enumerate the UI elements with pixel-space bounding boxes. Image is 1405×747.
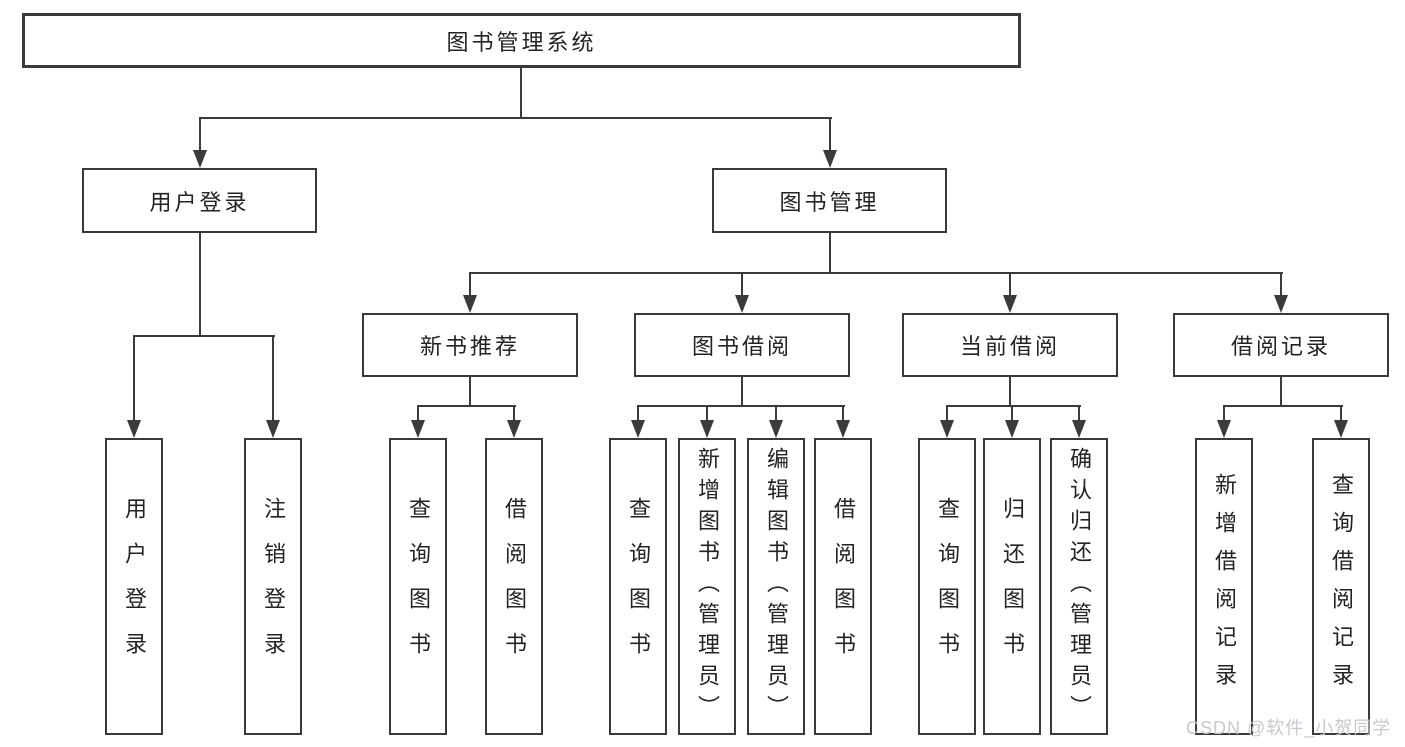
arrow-down-icon <box>940 420 954 438</box>
connector-line <box>469 272 1283 274</box>
arrow-down-icon <box>411 420 425 438</box>
leaf-label: 新增借阅记录 <box>1212 472 1237 701</box>
leaf-label: 借阅图书 <box>502 496 527 677</box>
leaf-label: 查询借阅记录 <box>1329 472 1354 701</box>
connector-line <box>1009 272 1011 296</box>
leaf-logout: 注销登录 <box>244 438 302 735</box>
leaf-label: 注销登录 <box>261 496 286 677</box>
leaf-borrow-books-recommend: 借阅图书 <box>485 438 543 735</box>
connector-line <box>469 272 471 296</box>
node-book-borrow: 图书借阅 <box>634 313 850 377</box>
leaf-label: 确认归还（管理员） <box>1067 447 1092 726</box>
leaf-query-books-borrow: 查询图书 <box>609 438 667 735</box>
connector-line <box>1340 405 1342 421</box>
arrow-down-icon <box>1005 420 1019 438</box>
arrow-down-icon <box>193 150 207 168</box>
leaf-user-login: 用户登录 <box>105 438 163 735</box>
leaf-confirm-return-admin: 确认归还（管理员） <box>1050 438 1108 735</box>
leaf-query-borrow-record: 查询借阅记录 <box>1312 438 1370 735</box>
arrow-down-icon <box>631 420 645 438</box>
connector-line <box>272 335 274 421</box>
leaf-label: 查询图书 <box>935 496 960 677</box>
arrow-down-icon <box>127 420 141 438</box>
connector-line <box>829 117 831 151</box>
connector-line <box>133 335 135 421</box>
connector-line <box>946 405 1081 407</box>
connector-line <box>1223 405 1343 407</box>
connector-line <box>1078 405 1080 421</box>
arrow-down-icon <box>463 295 477 313</box>
csdn-watermark: CSDN @软件_小贺同学 <box>1186 718 1392 738</box>
leaf-query-books-recommend: 查询图书 <box>389 438 447 735</box>
leaf-add-books-admin: 新增图书（管理员） <box>678 438 736 735</box>
connector-line <box>199 117 201 151</box>
arrow-down-icon <box>735 295 749 313</box>
arrow-down-icon <box>1217 420 1231 438</box>
connector-line <box>1280 272 1282 296</box>
node-new-book-recommend: 新书推荐 <box>362 313 578 377</box>
connector-line <box>520 68 522 118</box>
connector-line <box>741 272 743 296</box>
connector-line <box>513 405 515 421</box>
connector-line <box>706 405 708 421</box>
connector-line <box>417 405 516 407</box>
leaf-borrow-books: 借阅图书 <box>814 438 872 735</box>
arrow-down-icon <box>769 420 783 438</box>
connector-line <box>842 405 844 421</box>
leaf-label: 新增图书（管理员） <box>695 447 720 726</box>
leaf-add-borrow-record: 新增借阅记录 <box>1195 438 1253 735</box>
connector-line <box>637 405 639 421</box>
connector-line <box>199 117 832 119</box>
connector-line <box>829 233 831 274</box>
leaf-label: 用户登录 <box>122 496 147 677</box>
node-borrow-records: 借阅记录 <box>1173 313 1389 377</box>
connector-line <box>1223 405 1225 421</box>
leaf-edit-books-admin: 编辑图书（管理员） <box>747 438 805 735</box>
connector-line <box>1009 377 1011 406</box>
leaf-return-books: 归还图书 <box>983 438 1041 735</box>
arrow-down-icon <box>1274 295 1288 313</box>
arrow-down-icon <box>823 150 837 168</box>
arrow-down-icon <box>507 420 521 438</box>
arrow-down-icon <box>1003 295 1017 313</box>
connector-line <box>775 405 777 421</box>
connector-line <box>199 233 201 336</box>
connector-line <box>1011 405 1013 421</box>
arrow-down-icon <box>700 420 714 438</box>
arrow-down-icon <box>836 420 850 438</box>
connector-line <box>469 377 471 406</box>
node-user-login: 用户登录 <box>82 168 317 233</box>
connector-line <box>741 377 743 406</box>
leaf-label: 借阅图书 <box>831 496 856 677</box>
connector-line <box>946 405 948 421</box>
leaf-label: 查询图书 <box>626 496 651 677</box>
arrow-down-icon <box>1072 420 1086 438</box>
leaf-label: 归还图书 <box>1000 496 1025 677</box>
arrow-down-icon <box>1334 420 1348 438</box>
leaf-label: 查询图书 <box>406 496 431 677</box>
connector-line <box>417 405 419 421</box>
connector-line <box>637 405 845 407</box>
node-library-system: 图书管理系统 <box>22 13 1021 68</box>
leaf-label: 编辑图书（管理员） <box>764 447 789 726</box>
arrow-down-icon <box>266 420 280 438</box>
connector-line <box>1280 377 1282 406</box>
node-current-borrow: 当前借阅 <box>902 313 1118 377</box>
leaf-query-books-current: 查询图书 <box>918 438 976 735</box>
connector-line <box>133 335 275 337</box>
node-book-management: 图书管理 <box>712 168 947 233</box>
